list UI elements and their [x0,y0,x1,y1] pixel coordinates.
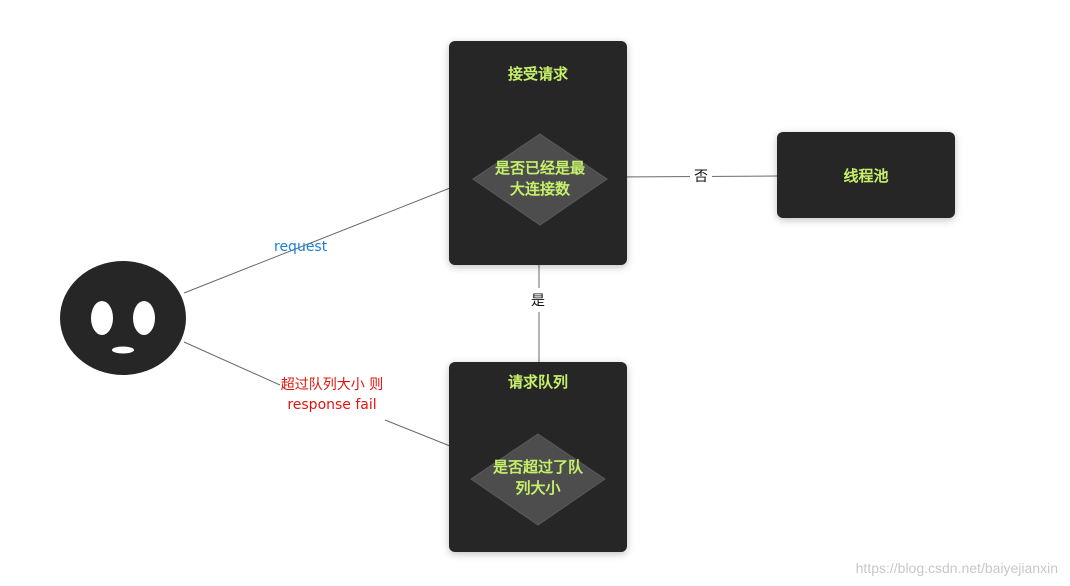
no-label: 否 [690,166,712,186]
watermark: https://blog.csdn.net/baiyejianxin [855,560,1058,576]
request-queue-box: 请求队列 是否超过了队 列大小 [449,362,627,552]
accept-request-title: 接受请求 [507,65,568,83]
request-connector [183,187,451,294]
fail-connector [183,341,281,386]
request-queue-title: 请求队列 [507,373,568,391]
client-face-icon [60,261,186,375]
decision-diamond-shape [472,133,608,226]
decision-diamond-shape [470,433,606,526]
max-connections-text: 是否已经是最 大连接数 [494,159,585,198]
thread-pool-title: 线程池 [843,167,889,185]
queue-size-text: 是否超过了队 列大小 [492,458,583,497]
thread-pool-box: 线程池 [777,132,955,218]
yes-label: 是 [527,288,549,312]
max-connections-decision: 是否已经是最 大连接数 [471,132,609,227]
queue-size-decision: 是否超过了队 列大小 [469,432,607,527]
queue-overflow-label: 超过队列大小 则 response fail [280,377,384,413]
request-label: request [274,239,328,255]
accept-request-box: 接受请求 是否已经是最 大连接数 [449,41,627,265]
